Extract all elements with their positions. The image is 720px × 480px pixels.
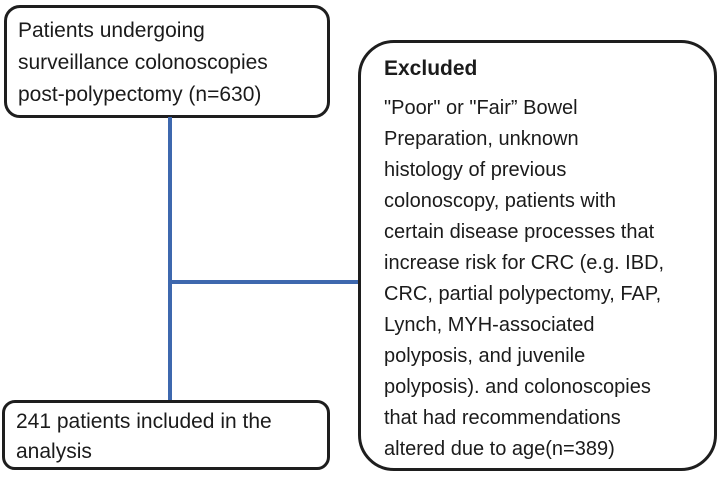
excluded-box-body: "Poor" or "Fair” Bowel Preparation, unkn…	[384, 97, 665, 460]
excluded-box-title: Excluded	[384, 57, 478, 80]
excluded-box: Excluded "Poor" or "Fair” Bowel Preparat…	[358, 40, 717, 471]
population-box: Patients undergoing surveillance colonos…	[4, 5, 330, 118]
connector-vertical-line	[168, 117, 172, 401]
included-box: 241 patients included in the analysis	[2, 400, 330, 470]
connector-horizontal-line	[170, 280, 358, 284]
included-box-text: 241 patients included in the analysis	[16, 410, 272, 463]
population-box-text: Patients undergoing surveillance colonos…	[18, 19, 268, 106]
